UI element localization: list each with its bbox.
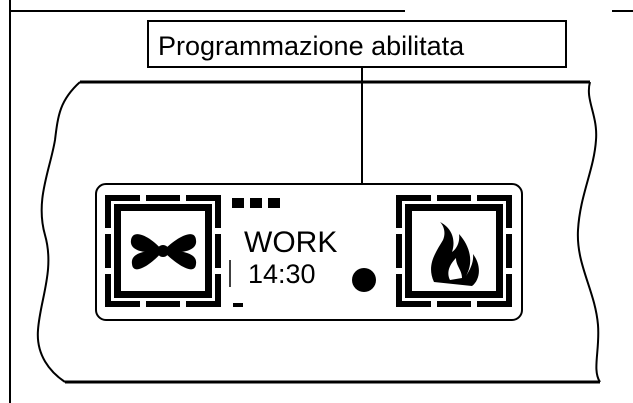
outer-frame bbox=[9, 0, 633, 403]
lcd-readout: WORK 14:30 bbox=[229, 198, 376, 307]
callout-box bbox=[147, 20, 567, 68]
flame-button[interactable] bbox=[396, 195, 512, 307]
fan-button[interactable] bbox=[105, 195, 221, 307]
flame-icon bbox=[431, 222, 479, 286]
program-enabled-dot bbox=[352, 268, 376, 292]
mode-text: WORK bbox=[244, 226, 337, 259]
segment-indicator-bottom bbox=[233, 303, 243, 307]
callout-label: Programmazione abilitata bbox=[158, 31, 465, 61]
time-text: 14:30 bbox=[248, 259, 316, 289]
callout: Programmazione abilitata bbox=[147, 20, 567, 268]
segment-indicator-top bbox=[232, 198, 280, 208]
display-panel: WORK 14:30 bbox=[95, 183, 523, 321]
device-body-outline bbox=[36, 80, 601, 384]
fan-icon bbox=[130, 234, 197, 270]
